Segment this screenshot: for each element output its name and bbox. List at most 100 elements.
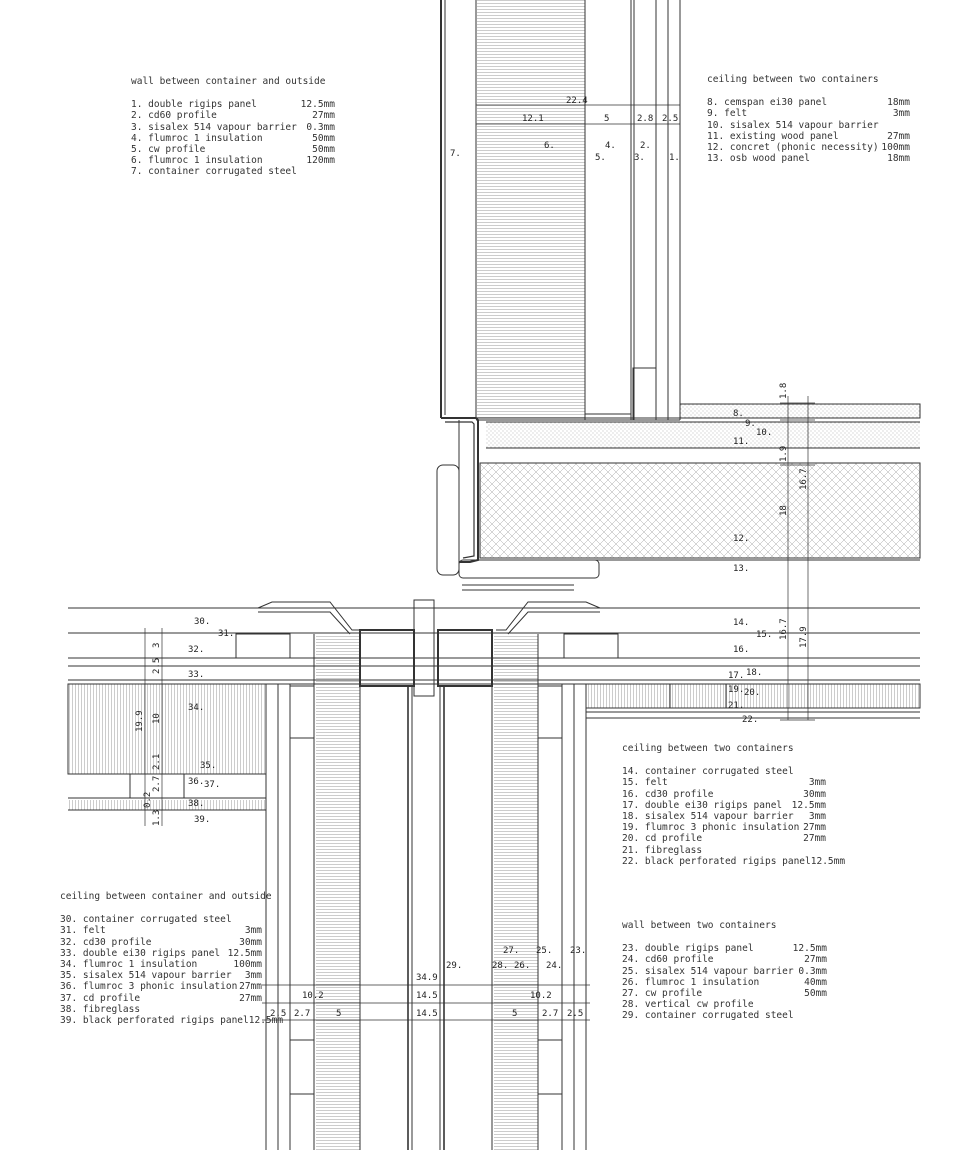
callout-3: 3. bbox=[634, 153, 645, 163]
legend-item-label: 18. sisalex 514 vapour barrier bbox=[622, 811, 794, 823]
dim-left-v2: 2.5 bbox=[152, 658, 162, 674]
legend-wall-container-outside: wall between container and outside 1. do… bbox=[131, 76, 335, 178]
legend-item-label: 19. flumroc 3 phonic insulation bbox=[622, 822, 800, 834]
callout-10: 10. bbox=[756, 428, 772, 438]
callout-12: 12. bbox=[733, 534, 749, 544]
legend-item-value: 27mm bbox=[239, 981, 262, 993]
dim-bot-l-c: 5 bbox=[336, 1009, 341, 1019]
legend-item-label: 1. double rigips panel bbox=[131, 99, 257, 111]
insulation-34 bbox=[67, 683, 267, 775]
legend-item-label: 17. double ei30 rigips panel bbox=[622, 799, 783, 811]
dim-top-b: 5 bbox=[604, 114, 609, 124]
legend-item-label: 31. felt bbox=[60, 925, 106, 937]
legend-item-label: 35. sisalex 514 vapour barrier bbox=[60, 970, 232, 982]
legend-item-label: 22. black perforated rigips panel bbox=[622, 855, 811, 867]
lower-walls bbox=[265, 629, 587, 1150]
legend-item-value: 30mm bbox=[803, 788, 826, 800]
legend-item-label: 14. container corrugated steel bbox=[622, 766, 794, 778]
callout-37: 37. bbox=[204, 780, 220, 790]
dim-bot-total: 34.9 bbox=[416, 973, 438, 983]
legend-item-value: 30mm bbox=[239, 936, 262, 948]
dim-right-v1: 1.8 bbox=[779, 383, 789, 399]
callout-31: 31. bbox=[218, 629, 234, 639]
callout-21: 21. bbox=[728, 701, 744, 711]
callout-16: 16. bbox=[733, 645, 749, 655]
callout-26: 26. bbox=[514, 961, 530, 971]
legend-wall-two-containers: wall between two containers 23. double r… bbox=[622, 920, 827, 1022]
legend-title: ceiling between container and outside bbox=[60, 891, 272, 902]
legend-item-value: 18mm bbox=[887, 153, 910, 165]
legend-item-value: 27mm bbox=[803, 822, 826, 834]
legend-item: 38. fibreglass bbox=[60, 1004, 262, 1015]
legend-item-value: 0.3mm bbox=[306, 121, 335, 133]
insulation-26-right bbox=[494, 634, 538, 1150]
callout-9: 9. bbox=[745, 419, 756, 429]
legend-item: 35. sisalex 514 vapour barrier 3mm bbox=[60, 970, 262, 981]
cw-profile-5 bbox=[632, 367, 657, 421]
legend-item-label: 5. cw profile bbox=[131, 144, 206, 156]
legend-item-value: 100mm bbox=[233, 959, 262, 971]
dim-bot-l1: 10.2 bbox=[302, 991, 324, 1001]
callout-2: 2. bbox=[640, 141, 651, 151]
legend-ceiling-container-outside: ceiling between container and outside 30… bbox=[60, 891, 283, 1026]
legend-item-value: 50mm bbox=[312, 132, 335, 144]
dim-right-v6: 17.9 bbox=[799, 626, 809, 648]
legend-item-value: 18mm bbox=[887, 97, 910, 109]
callout-15: 15. bbox=[756, 630, 772, 640]
legend-item-value: 12.5mm bbox=[810, 855, 846, 867]
legend-item-value: 12.5mm bbox=[300, 99, 335, 111]
legend-ceiling-two-containers-mid: ceiling between two containers 14. conta… bbox=[622, 743, 845, 867]
ceiling-between-containers-top bbox=[476, 403, 921, 561]
dim-bot-mid1: 14.5 bbox=[416, 991, 438, 1001]
legend-item-value: 3mm bbox=[892, 108, 910, 120]
legend-item-value: 3mm bbox=[808, 777, 826, 789]
legend-item-value: 0.3mm bbox=[798, 965, 827, 977]
legend-item-label: 12. concret (phonic necessity) bbox=[707, 142, 879, 154]
legend-title: wall between container and outside bbox=[131, 76, 326, 87]
callout-35: 35. bbox=[200, 761, 216, 771]
dim-bot-r-a: 2.5 bbox=[567, 1009, 583, 1019]
callout-28: 28. bbox=[492, 961, 508, 971]
callout-22: 22. bbox=[742, 715, 758, 725]
dim-bot-r1: 10.2 bbox=[530, 991, 552, 1001]
legend-item-label: 29. container corrugated steel bbox=[622, 1010, 794, 1022]
legend-item: 3. sisalex 514 vapour barrier 0.3mm bbox=[131, 122, 335, 133]
legend-item-value: 27mm bbox=[887, 130, 910, 142]
legend-item-value: 12.5mm bbox=[248, 1015, 284, 1027]
legend-item-label: 10. sisalex 514 vapour barrier bbox=[707, 119, 879, 131]
dim-bot-l-a: 2.5 bbox=[270, 1009, 286, 1019]
callout-27: 27. bbox=[503, 946, 519, 956]
legend-item-value: 27mm bbox=[312, 110, 335, 122]
legend-item-label: 20. cd profile bbox=[622, 833, 703, 845]
legend-item: 31. felt 3mm bbox=[60, 925, 262, 936]
legend-item: 28. vertical cw profile bbox=[622, 999, 827, 1010]
dim-right-v2: 1.9 bbox=[779, 446, 789, 462]
insulation-19 bbox=[585, 683, 921, 709]
legend-item-label: 27. cw profile bbox=[622, 988, 703, 1000]
legend-item-label: 3. sisalex 514 vapour barrier bbox=[131, 121, 297, 133]
legend-item-label: 9. felt bbox=[707, 108, 748, 120]
callout-11: 11. bbox=[733, 437, 749, 447]
lower-ceiling-layers bbox=[67, 599, 921, 811]
dim-right-v4: 16.7 bbox=[799, 468, 809, 490]
legend-item-value: 3mm bbox=[244, 925, 262, 937]
callout-24: 24. bbox=[546, 961, 562, 971]
legend-item: 21. fibreglass bbox=[622, 845, 826, 856]
legend-item-value: 3mm bbox=[244, 970, 262, 982]
legend-item-value: 27mm bbox=[803, 833, 826, 845]
callout-36: 36. bbox=[188, 777, 204, 787]
dim-left-v5: 2.1 bbox=[152, 754, 162, 770]
legend-item-value: 40mm bbox=[804, 976, 827, 988]
legend-item-label: 23. double rigips panel bbox=[622, 943, 754, 955]
legend-item-label: 34. flumroc 1 insulation bbox=[60, 959, 198, 971]
legend-ceiling-two-containers-top: ceiling between two containers 8. cemspa… bbox=[707, 74, 910, 164]
dim-left-v4: 19.9 bbox=[135, 710, 145, 732]
callout-19: 19. bbox=[728, 685, 744, 695]
